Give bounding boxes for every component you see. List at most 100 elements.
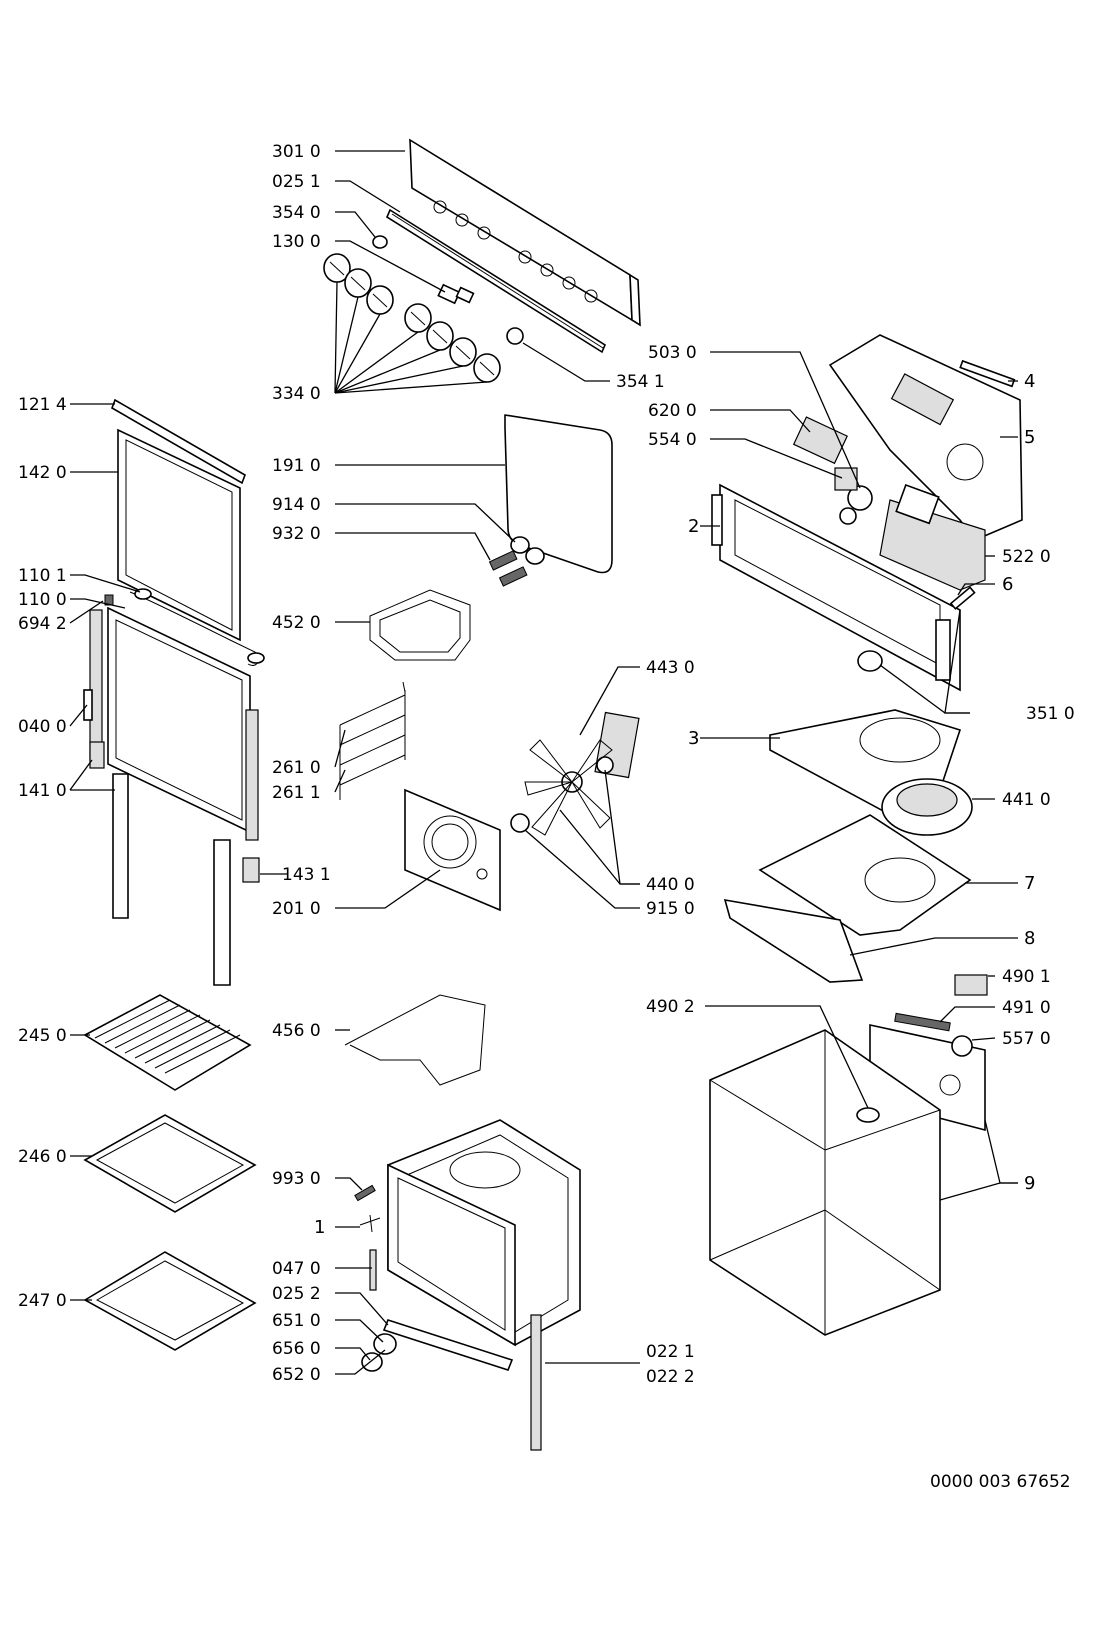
label-4: 4	[1024, 371, 1035, 392]
label-025-2: 025 2	[272, 1284, 321, 1304]
fan-motor-part	[594, 711, 640, 779]
hinge-rail-part	[83, 609, 103, 761]
seal-clip-part-2	[247, 652, 265, 664]
hinge-block-part	[242, 857, 260, 883]
label-932-0: 932 0	[272, 524, 321, 544]
door-frame-part	[107, 606, 251, 834]
label-914-0: 914 0	[272, 495, 321, 515]
label-554-0: 554 0	[648, 430, 697, 450]
label-3: 3	[688, 728, 699, 749]
front-rail-part	[382, 1319, 514, 1371]
door-trim-part	[111, 398, 246, 485]
oven-housing-part	[709, 1029, 941, 1336]
knobs-part	[323, 253, 501, 383]
label-261-0: 261 0	[272, 758, 321, 778]
handle-strip-part	[112, 773, 129, 919]
label-141-0: 141 0	[18, 781, 67, 801]
label-7: 7	[1024, 873, 1035, 894]
label-694-2: 694 2	[18, 614, 67, 634]
label-047-0: 047 0	[272, 1259, 321, 1279]
side-rail-part	[530, 1314, 542, 1451]
label-191-0: 191 0	[272, 456, 321, 476]
rod-part	[369, 1249, 377, 1291]
door-seal-part	[129, 591, 259, 666]
spring-part	[488, 550, 528, 587]
panel-bracket-part	[385, 208, 607, 354]
baking-tray-part	[83, 1114, 257, 1213]
label-915-0: 915 0	[646, 899, 695, 919]
oven-cavity-part	[387, 1119, 581, 1347]
label-142-0: 142 0	[18, 463, 67, 483]
deep-tray-part	[83, 1251, 257, 1351]
label-993-0: 993 0	[272, 1169, 321, 1189]
right-hinge-rail-part	[245, 709, 259, 841]
leader-lines	[69, 150, 1018, 1375]
cooling-fan-part	[881, 778, 973, 836]
label-022-1: 022 1	[646, 1342, 695, 1362]
shelf-rails-part	[339, 681, 406, 800]
label-490-2: 490 2	[646, 997, 695, 1017]
handle-strip-part-2	[213, 839, 231, 986]
label-2: 2	[688, 516, 699, 537]
label-6: 6	[1002, 574, 1013, 595]
reference-number: 0000 003 67652	[930, 1472, 1071, 1492]
label-354-1: 354 1	[616, 372, 665, 392]
clip-part	[359, 1214, 381, 1233]
light-351-part	[857, 650, 883, 672]
label-503-0: 503 0	[648, 343, 697, 363]
label-440-0: 440 0	[646, 875, 695, 895]
timer-shaft-part	[839, 507, 857, 525]
fan-blade-part	[524, 739, 613, 836]
rail-4-part	[959, 359, 1016, 388]
fan-nut-part	[510, 813, 530, 833]
fan-cover-part	[404, 788, 501, 912]
label-247-0: 247 0	[18, 1291, 67, 1311]
label-110-1: 110 1	[18, 566, 67, 586]
label-456-0: 456 0	[272, 1021, 321, 1041]
grill-element-part	[369, 589, 471, 661]
label-354-0: 354 0	[272, 203, 321, 223]
door-glass-part	[117, 428, 241, 642]
label-490-1: 490 1	[1002, 967, 1051, 987]
lamp-parts	[361, 1333, 397, 1372]
label-557-0: 557 0	[1002, 1029, 1051, 1049]
cap-part	[372, 235, 388, 249]
deflector-strip-part	[723, 898, 864, 983]
label-110-0: 110 0	[18, 590, 67, 610]
label-261-1: 261 1	[272, 783, 321, 803]
grommet-part	[951, 1035, 973, 1057]
hinge-part	[89, 741, 105, 769]
label-8: 8	[1024, 928, 1035, 949]
label-121-4: 121 4	[18, 395, 67, 415]
part-labels: 301 0 025 1 354 0 130 0 334 0 354 1 121 …	[18, 142, 1075, 1492]
label-651-0: 651 0	[272, 1311, 321, 1331]
label-452-0: 452 0	[272, 613, 321, 633]
cooling-duct-part	[828, 334, 1023, 541]
label-443-0: 443 0	[646, 658, 695, 678]
label-301-0: 301 0	[272, 142, 321, 162]
label-441-0: 441 0	[1002, 790, 1051, 810]
label-656-0: 656 0	[272, 1339, 321, 1359]
label-351-0: 351 0	[1026, 704, 1075, 724]
insulation-plate-part	[758, 814, 972, 936]
label-143-1: 143 1	[282, 865, 331, 885]
seal-clip-part	[134, 588, 152, 600]
label-246-0: 246 0	[18, 1147, 67, 1167]
programmer-part	[879, 484, 986, 591]
cap-part-2	[506, 327, 524, 345]
switch-part	[437, 283, 475, 305]
label-522-0: 522 0	[1002, 547, 1051, 567]
bushing-part-2	[525, 547, 545, 565]
label-245-0: 245 0	[18, 1026, 67, 1046]
label-022-2: 022 2	[646, 1367, 695, 1387]
gasket-part	[504, 414, 613, 574]
lower-heating-element-part	[344, 994, 486, 1086]
bushing-part	[510, 536, 530, 554]
thermostat-part	[847, 485, 873, 511]
label-5: 5	[1024, 427, 1035, 448]
terminal-cover-part	[954, 974, 988, 996]
label-040-0: 040 0	[18, 717, 67, 737]
label-9: 9	[1024, 1173, 1035, 1194]
screw-part	[354, 1184, 376, 1202]
